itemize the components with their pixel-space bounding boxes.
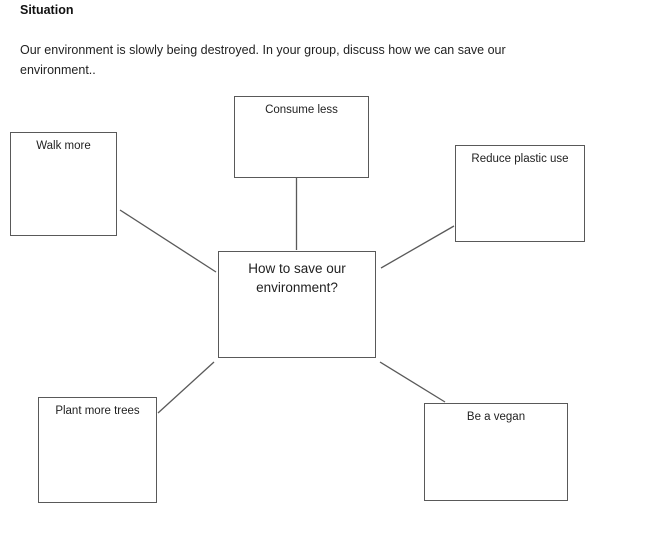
node-label: Plant more trees [55,405,140,417]
situation-description: Our environment is slowly being destroye… [20,43,506,77]
connector-line-be-vegan [379,361,446,403]
connector-line-walk-more [119,209,217,273]
page-title: Situation [20,3,74,17]
diagram-node-reduce-plastic-use: Reduce plastic use [455,145,585,242]
diagram-node-center: How to save our environment? [218,251,376,358]
node-label: Walk more [36,140,91,152]
node-label: How to save our environment? [248,261,346,295]
node-label: Reduce plastic use [471,153,569,165]
diagram-node-walk-more: Walk more [10,132,117,236]
diagram-node-consume-less: Consume less [234,96,369,178]
node-label: Consume less [265,104,338,116]
connector-line-plant-trees [157,361,215,414]
connector-line-reduce-plastic [380,225,455,269]
diagram-node-be-a-vegan: Be a vegan [424,403,568,501]
diagram-node-plant-more-trees: Plant more trees [38,397,157,503]
node-label: Be a vegan [466,411,526,423]
